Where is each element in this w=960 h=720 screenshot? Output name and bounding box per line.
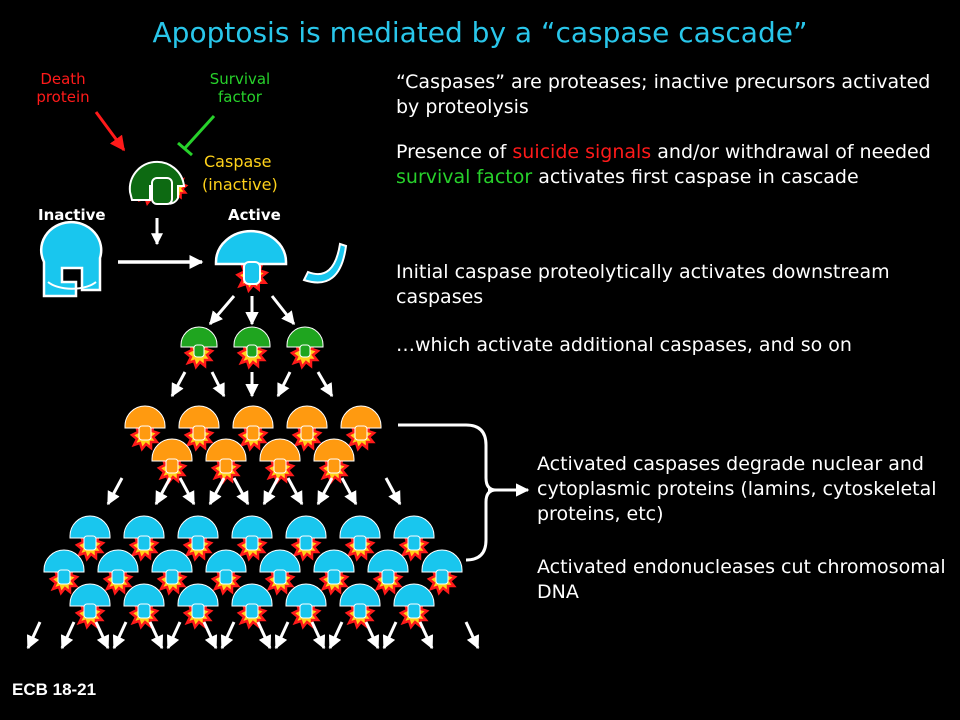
active-caspase	[214, 229, 288, 292]
cyan-caspase	[98, 550, 138, 593]
endonucleases-description: Activated endonucleases cut chromosomal …	[537, 556, 946, 603]
cyan-caspase	[260, 550, 300, 593]
additional-caspases-description: …which activate additional caspases, and…	[396, 334, 852, 356]
suicide-signals-text: suicide signals	[512, 141, 652, 163]
orange-caspase-rows	[125, 406, 381, 482]
green-to-orange-arrows	[170, 371, 334, 398]
cyan-caspase	[368, 550, 408, 593]
cyan-caspase	[394, 516, 434, 559]
degrade-proteins-description: Activated caspases degrade nuclear and c…	[537, 453, 937, 525]
green-caspase-row	[181, 327, 323, 367]
orange-caspase	[341, 406, 381, 449]
cyan-caspase	[422, 550, 462, 593]
survival-factor-text: survival factor	[396, 166, 533, 188]
inactive-precursor-caspase	[39, 221, 103, 298]
effect-bracket	[398, 423, 530, 562]
green-caspase	[181, 327, 217, 367]
inactive-label: Inactive	[38, 206, 106, 224]
activation-description: Presence of suicide signals and/or withd…	[396, 141, 931, 188]
cyan-caspase	[70, 584, 110, 627]
caspases-description: “Caspases” are proteases; inactive precu…	[396, 71, 931, 118]
cyan-caspase-rows	[44, 516, 462, 627]
orange-caspase	[206, 439, 246, 482]
bottom-arrows	[26, 621, 480, 650]
orange-caspase	[179, 406, 219, 449]
cyan-caspase	[70, 516, 110, 559]
page-title: Apoptosis is mediated by a “caspase casc…	[152, 16, 808, 49]
cyan-caspase	[314, 550, 354, 593]
figure-label: ECB 18-21	[12, 680, 97, 699]
orange-caspase	[125, 406, 165, 449]
cyan-caspase	[152, 550, 192, 593]
cyan-caspase	[286, 516, 326, 559]
death-protein-arrow	[94, 111, 126, 152]
cyan-caspase	[340, 584, 380, 627]
survival-factor-inhibition-line	[183, 114, 216, 150]
cleaved-prodomain-fragment	[302, 242, 348, 284]
orange-caspase	[287, 406, 327, 449]
cyan-caspase	[44, 550, 84, 593]
cyan-caspase	[394, 584, 434, 627]
active-label: Active	[228, 206, 281, 224]
cyan-caspase	[178, 516, 218, 559]
green-caspase	[287, 327, 323, 367]
caspase-inactive-label: (inactive)	[202, 175, 278, 194]
cyan-caspase	[232, 516, 272, 559]
initial-caspase-description: Initial caspase proteolytically activate…	[396, 261, 890, 308]
cyan-caspase	[232, 584, 272, 627]
caspase-label: Caspase	[204, 152, 272, 171]
inactive-caspase-complex	[128, 160, 188, 205]
cyan-caspase	[178, 584, 218, 627]
cyan-caspase	[286, 584, 326, 627]
cyan-caspase	[340, 516, 380, 559]
orange-caspase	[233, 406, 273, 449]
orange-caspase	[314, 439, 354, 482]
orange-caspase	[152, 439, 192, 482]
orange-caspase	[260, 439, 300, 482]
survival-factor-label: Survival factor	[209, 70, 271, 106]
green-caspase	[234, 327, 270, 367]
death-protein-label: Death protein	[36, 70, 90, 106]
cyan-caspase	[206, 550, 246, 593]
cyan-caspase	[124, 516, 164, 559]
cyan-caspase	[124, 584, 164, 627]
orange-to-cyan-arrows	[106, 477, 402, 506]
